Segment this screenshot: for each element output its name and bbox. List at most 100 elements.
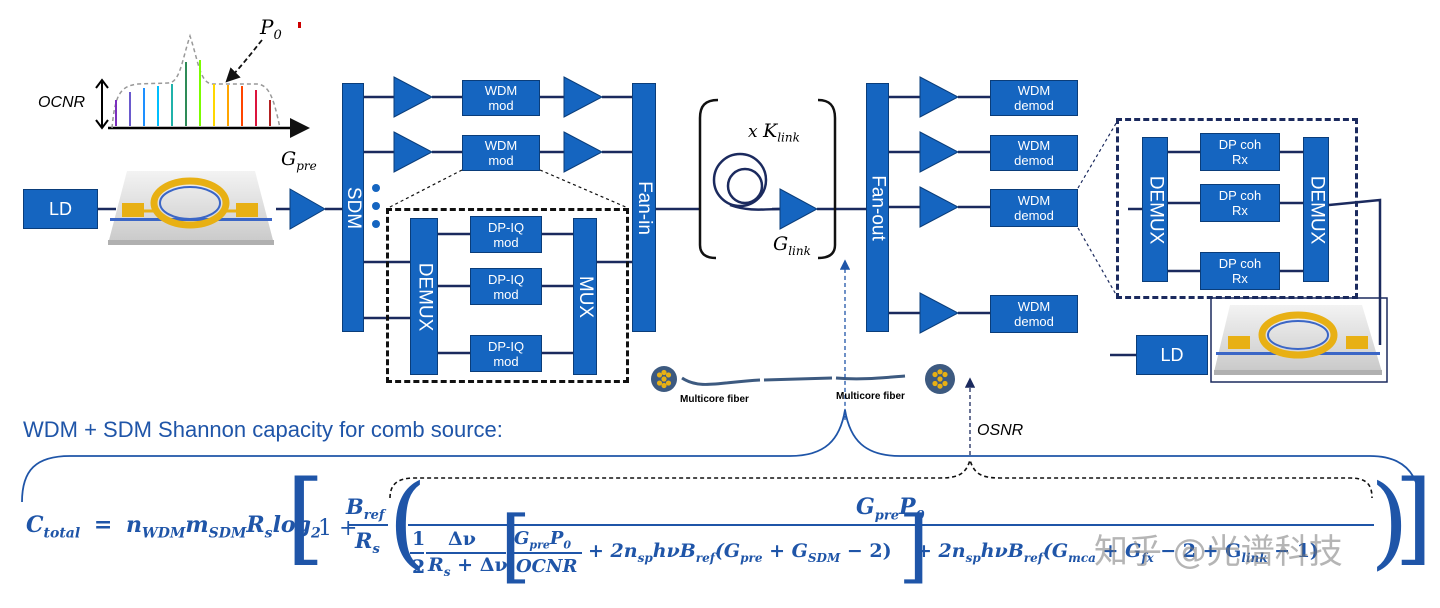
fiber-span [698,98,837,260]
comb-spectrum: P0 OCNR [38,15,310,138]
fiber-core [665,380,672,386]
watermark: 知乎 @光谱科技 [1094,532,1343,572]
osnr-label: OSNR [977,422,1024,439]
rx-detail-frame [1116,118,1358,299]
annotation-arrows [839,259,976,455]
dv-num: Δν [448,528,476,550]
fiber-core [942,371,948,378]
amp-rx-3 [919,186,960,228]
amp-tx-1b [563,76,604,118]
glink-label: Glink [773,233,811,258]
wdm-demod-2: WDM demod [990,135,1078,171]
big-bracket-right: ] [1394,459,1434,576]
amp-rx-1 [919,76,960,118]
fiber-core [937,369,943,375]
formula-bref: Bref [346,494,385,524]
amp-rx-2 [919,131,960,173]
ld-box-right: LD [1136,335,1208,375]
demux-block-rx-2: DEMUX [1303,137,1329,282]
multicore-fiber-label-right: Multicore fiber [836,391,905,402]
wdm-demod-3: WDM demod [990,189,1078,227]
fiber-core [932,371,938,378]
fiber-core [661,376,667,382]
sdm-block: SDM [342,83,364,332]
comb-chip-right [1210,297,1388,383]
comb-lines [115,60,271,126]
ocnr-label: OCNR [38,94,86,111]
wdm-mod-2: WDM mod [462,135,540,171]
paren-right: ) [1370,463,1410,580]
inner-numerator: GpreP0 [514,528,572,552]
ld-box-left: LD [23,189,98,229]
fan-in-block: Fan-in [632,83,656,332]
amp-rx-4 [919,292,960,334]
big-bracket-left: [ [286,459,326,576]
fan-out-block: Fan-out [866,83,889,332]
formula-term1: + 2nsphνBref(Gpre + GSDM − 2) [588,540,892,565]
dpiq-mod-3: DP-IQ mod [470,335,542,372]
amp-tx-2b [563,131,604,173]
fiber-core [661,382,667,389]
fiber-core [937,383,943,389]
right-bracket [817,98,837,260]
amp-gpre [289,188,327,230]
sdm-dots [372,184,380,228]
formula-lhs: Ctotal = nWDMmSDMRslog2 [26,512,321,542]
spectrum-envelope [111,33,281,129]
formula-one-plus: 1 + [318,516,358,541]
fiber-core [942,380,948,387]
dv-den: Rs + Δν [428,554,508,579]
formula-term2: + 2nsphνBref(Gmca + Gfx − 2 + Glink − 1) [916,540,1319,565]
inner-bracket-left: [ [500,499,532,592]
multicore-fiber-label-left: Multicore fiber [680,394,749,405]
dp-coh-rx-3: DP coh Rx [1200,252,1280,290]
fiber-loop-outer [712,152,768,208]
formula-rs: Rs [355,528,380,558]
inner-denominator: OCNR [516,556,578,577]
demux-block-tx: DEMUX [410,218,438,375]
amp-glink [779,188,819,230]
dp-coh-rx-2: DP coh Rx [1200,184,1280,222]
left-bracket [698,98,719,260]
fiber-core [932,380,938,387]
dv-bar [426,552,506,554]
half-num: 1 [412,528,426,550]
inner-bracket-right: ] [898,499,930,592]
fiber-core [661,369,667,376]
amp-tx-1a [393,76,434,118]
half-den: 2 [412,556,426,578]
paren-left: ( [388,463,428,580]
tx-zoom-lines [387,169,629,209]
dp-coh-rx-1: DP coh Rx [1200,133,1280,171]
multicore-fibers [651,364,955,394]
p0-arrow [225,39,263,83]
formula-braces [21,409,1421,503]
fiber-core [656,380,663,386]
wdm-demod-1: WDM demod [990,80,1078,116]
comb-chip-left [108,171,274,245]
fiber-core [665,372,672,378]
signal-wires [98,95,1382,357]
dpiq-mod-2: DP-IQ mod [470,268,542,305]
wdm-mod-1: WDM mod [462,80,540,116]
dpiq-mod-1: DP-IQ mod [470,216,542,253]
amplifiers [289,76,960,334]
main-fraction-bar [408,524,1374,526]
inner-bar [514,552,582,554]
p0-label: P0 [259,15,282,43]
demux-block-rx-1: DEMUX [1142,137,1168,282]
bref-fraction-bar [348,524,388,526]
mux-block-tx: MUX [573,218,597,375]
wdm-demod-4: WDM demod [990,295,1078,333]
klink-label: x Klink [748,120,800,145]
main-numerator: GpreP0 [856,494,925,524]
red-mark [298,22,301,28]
gpre-label: Gpre [281,148,317,173]
half-bar [410,552,424,554]
amp-tx-2a [393,131,434,173]
fiber-core [656,372,663,378]
capacity-title: WDM + SDM Shannon capacity for comb sour… [23,417,503,442]
fiber-core [937,376,943,382]
fiber-loop-inner [726,167,764,205]
